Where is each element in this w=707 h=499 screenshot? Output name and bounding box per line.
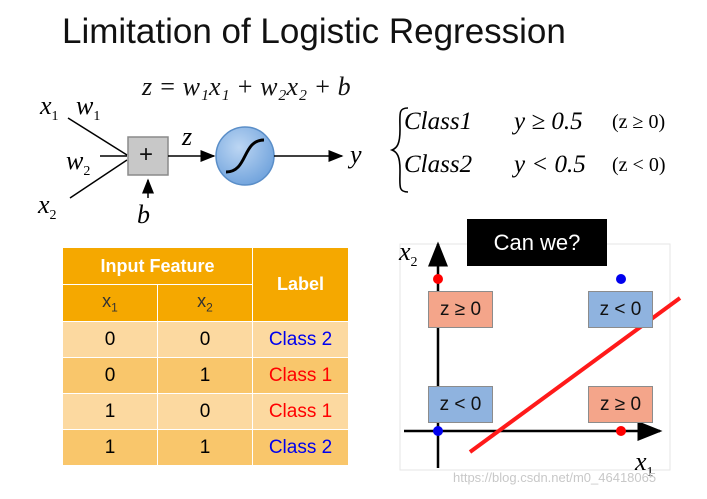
table-row: 1 1 Class 2: [62, 429, 349, 466]
point-1-1: [616, 274, 626, 284]
axis-label-x2: x2: [399, 237, 418, 271]
case-cond1: y ≥ 0.5: [514, 108, 583, 135]
case-z2: (z < 0): [612, 154, 666, 176]
sigmoid-curve-icon: [225, 138, 265, 174]
point-1-0: [616, 426, 626, 436]
equation: z = w₁x₁ + w₂x₂ + b: [142, 72, 351, 101]
label-x1: x1: [40, 91, 59, 125]
label-y: y: [350, 140, 362, 169]
sum-symbol: +: [139, 141, 154, 168]
point-0-0: [433, 426, 443, 436]
case-class1: Class1: [404, 108, 473, 135]
slide-title: Limitation of Logistic Regression: [62, 12, 566, 51]
header-x2: x2: [156, 284, 254, 322]
case-class2: Class2: [404, 151, 473, 178]
table-row: 0 0 Class 2: [62, 321, 349, 358]
zone-top-left: z ≥ 0: [428, 291, 493, 328]
label-z: z: [182, 122, 193, 151]
label-b: b: [137, 200, 150, 229]
case-z1: (z ≥ 0): [612, 111, 666, 133]
table-row: 1 0 Class 1: [62, 393, 349, 430]
case-cond2: y < 0.5: [514, 151, 586, 178]
label-x2: x2: [38, 190, 57, 224]
cases-brace: [389, 107, 409, 193]
header-label: Label: [252, 247, 349, 322]
label-w2: w2: [66, 146, 91, 180]
can-we-callout: Can we?: [467, 219, 607, 266]
header-input-feature: Input Feature: [62, 247, 253, 285]
zone-bottom-left: z < 0: [428, 386, 493, 423]
feature-table: Input Feature Label x1 x2 0 0 Class 2 0 …: [62, 247, 349, 466]
input-line-x2: [69, 159, 128, 199]
point-0-1: [433, 274, 443, 284]
header-x1: x1: [62, 284, 158, 322]
zone-top-right: z < 0: [588, 291, 653, 328]
label-w1: w1: [76, 91, 101, 125]
zone-bottom-right: z ≥ 0: [588, 386, 653, 423]
axis-label-x1: x1: [635, 447, 654, 481]
input-line-x1: [67, 117, 128, 156]
watermark: https://blog.csdn.net/m0_46418065: [453, 470, 657, 485]
